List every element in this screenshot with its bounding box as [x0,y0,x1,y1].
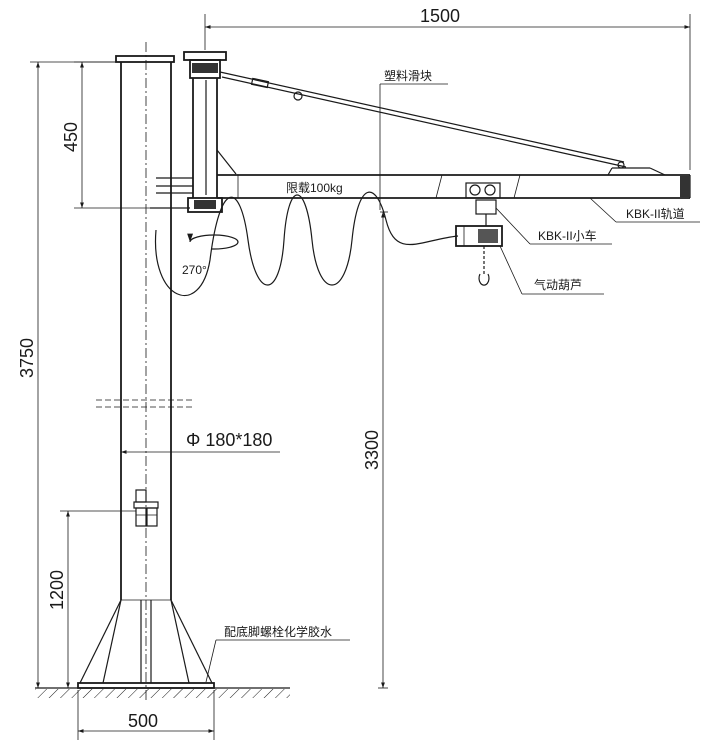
callout-rail-label: KBK-II轨道 [626,207,685,221]
dim-valve-height-label: 1200 [47,570,67,610]
callout-hoist: 气动葫芦 [499,245,604,295]
callout-trolley-label: KBK-II小车 [538,228,597,243]
dim-valve-height: 1200 [47,510,136,688]
callout-anchor: 配底脚螺栓化学胶水 [205,624,350,683]
load-limit-label: 限载100kg [286,181,343,195]
air-filter-regulator [133,489,159,527]
dim-column-section-label: Φ 180*180 [186,430,272,450]
callout-trolley: KBK-II小车 [495,207,612,245]
trolley-hoist [455,182,503,286]
dim-arm-length-label: 1500 [420,6,460,26]
pivot-post [150,51,237,213]
callout-hoist-label: 气动葫芦 [534,277,582,292]
dim-column-section: Φ 180*180 [121,430,280,454]
dim-base-width: 500 [77,690,215,740]
dim-lift-height: 3300 [362,211,388,689]
dim-base-width-label: 500 [128,711,158,731]
dim-arm-height: 450 [61,61,150,209]
dim-total-height-label: 3750 [17,338,37,378]
callout-plastic-slider: 塑料滑块 [379,68,448,210]
dim-arm-height-label: 450 [61,122,81,152]
base-gussets [77,599,215,689]
tie-rod [219,71,627,169]
rotation-label: 270° [182,263,207,277]
dim-arm-length: 1500 [204,6,691,170]
rotation-indicator: 270° [182,233,239,277]
jib-arm [217,167,691,199]
callout-plastic-slider-label: 塑料滑块 [384,68,432,83]
air-hose [154,191,459,297]
dim-total-height: 3750 [17,61,118,688]
callout-rail: KBK-II轨道 [589,197,700,223]
ground [35,687,290,698]
dim-lift-height-label: 3300 [362,430,382,470]
callout-anchor-label: 配底脚螺栓化学胶水 [224,624,332,639]
column [96,42,192,700]
